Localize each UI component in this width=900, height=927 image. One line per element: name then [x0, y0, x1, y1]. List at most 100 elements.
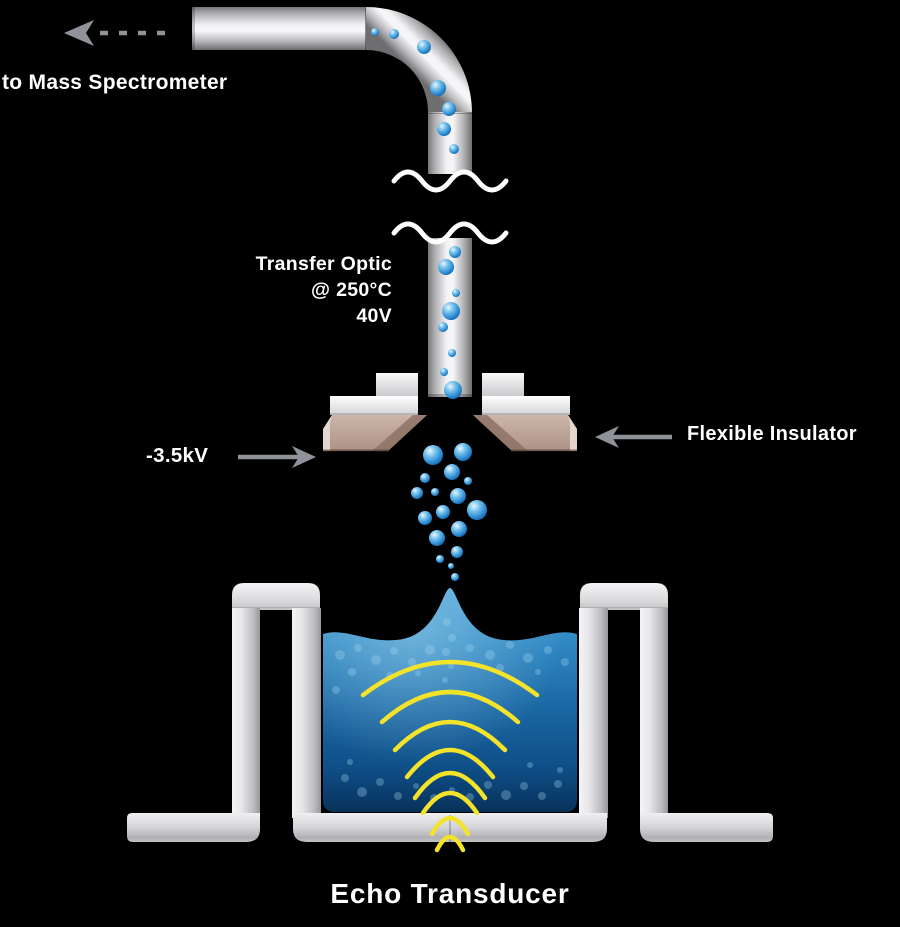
liquid-dot: [538, 792, 546, 800]
pipe-bubble: [452, 289, 460, 297]
transfer-optic-line1: Transfer Optic: [255, 253, 392, 275]
echo-arc: [404, 747, 496, 780]
liquid-dot: [415, 670, 421, 676]
spray-droplet: [451, 546, 463, 558]
spray-droplet: [436, 555, 444, 563]
liquid-dot: [335, 650, 345, 660]
liquid-dot: [425, 645, 435, 655]
right-frame-inner-leg: [579, 608, 608, 818]
nozzle-assembly: [323, 373, 577, 452]
liquid-dot: [554, 780, 562, 788]
liquid-dot: [348, 668, 356, 676]
pipe-bubble: [371, 28, 379, 36]
mass-spectrometer-arrow: [64, 20, 170, 46]
step-edge-right: [482, 413, 570, 415]
transfer-optic-line3: 40V: [356, 305, 392, 327]
step-edge-left: [330, 413, 418, 415]
echo-arc: [412, 770, 488, 801]
basin-bottom: [293, 813, 607, 842]
spray-droplets: [411, 443, 487, 581]
spray-droplet: [436, 505, 450, 519]
gray-step-upper-left: [376, 373, 418, 397]
pipe-horizontal-section: [192, 7, 366, 50]
liquid-dot: [442, 677, 448, 683]
left-arrowhead-icon: [595, 426, 619, 448]
echo-wave-arcs: [360, 659, 540, 853]
liquid-dot: [448, 634, 456, 642]
wave-break-line-bottom: [391, 221, 509, 245]
echo-arc: [434, 834, 466, 853]
pipe-bubble: [430, 80, 446, 96]
voltage-arrow: [238, 446, 316, 468]
left-frame-outer-leg: [232, 608, 260, 822]
liquid-dot: [485, 650, 495, 660]
right-frame-top-bar: [580, 583, 668, 610]
spray-droplet: [418, 511, 432, 525]
liquid-dot: [332, 686, 340, 694]
pipe-open-end: [192, 7, 195, 50]
liquid-dot: [394, 792, 402, 800]
pipe-bubble: [417, 40, 431, 54]
flexible-insulator-label: Flexible Insulator: [687, 423, 857, 445]
spray-droplet: [411, 487, 423, 499]
wave-break-line-top: [391, 169, 509, 193]
liquid-dot: [408, 658, 416, 666]
pipe-elbow: [366, 7, 472, 113]
pipe-bubbles: [371, 28, 462, 399]
gray-step-lower-left: [330, 396, 418, 415]
liquid-dot: [501, 790, 511, 800]
echo-arc: [360, 659, 540, 698]
echo-arc: [420, 790, 480, 816]
insulator-arrow: [595, 426, 672, 448]
insulator-bevel-left: [323, 415, 332, 451]
liquid-dots: [332, 618, 569, 802]
spray-droplet: [464, 477, 472, 485]
pipe-bubble: [442, 102, 456, 116]
right-arrowhead-icon: [292, 446, 316, 468]
liquid-bath: [323, 588, 577, 812]
pipe-bubble: [440, 368, 448, 376]
spray-droplet: [451, 521, 467, 537]
liquid-dot: [371, 655, 381, 665]
transfer-pipe: [192, 7, 472, 397]
pipe-bubble: [438, 259, 454, 275]
liquid-dot: [341, 774, 349, 782]
liquid-dot: [557, 767, 563, 773]
liquid-dot: [466, 644, 474, 652]
liquid-dot: [561, 658, 569, 666]
transducer-frame: [127, 583, 773, 842]
spray-droplet: [454, 443, 472, 461]
insulator-bevel-right: [568, 415, 577, 451]
spray-droplet: [429, 530, 445, 546]
gray-step-lower-right: [482, 396, 570, 415]
pipe-vertical-upper: [428, 112, 472, 174]
liquid-dot: [448, 663, 454, 669]
liquid-dot: [347, 759, 353, 765]
liquid-dot: [535, 669, 541, 675]
liquid-dot: [523, 653, 533, 663]
insulator-inner-face-left: [372, 415, 427, 451]
spray-droplet: [451, 573, 459, 581]
pipe-bubble: [449, 246, 461, 258]
liquid-dot: [442, 648, 450, 656]
pipe-bubble: [442, 302, 460, 320]
left-arrowhead-icon: [64, 20, 94, 46]
pipe-break-symbol: [391, 169, 509, 245]
spray-droplet: [467, 500, 487, 520]
liquid-dot: [544, 646, 552, 654]
voltage-label: -3.5kV: [146, 444, 209, 467]
liquid-dot: [413, 783, 419, 789]
spray-droplet: [423, 445, 443, 465]
pipe-bubble: [444, 381, 462, 399]
liquid-dot: [443, 618, 451, 626]
right-foot: [640, 813, 773, 842]
liquid-dot: [390, 647, 398, 655]
left-frame-top-bar: [232, 583, 320, 610]
liquid-dot: [527, 762, 533, 768]
pipe-bubble: [437, 122, 451, 136]
pipe-bubble: [389, 29, 399, 39]
spray-droplet: [420, 473, 430, 483]
pipe-bubble: [448, 349, 456, 357]
